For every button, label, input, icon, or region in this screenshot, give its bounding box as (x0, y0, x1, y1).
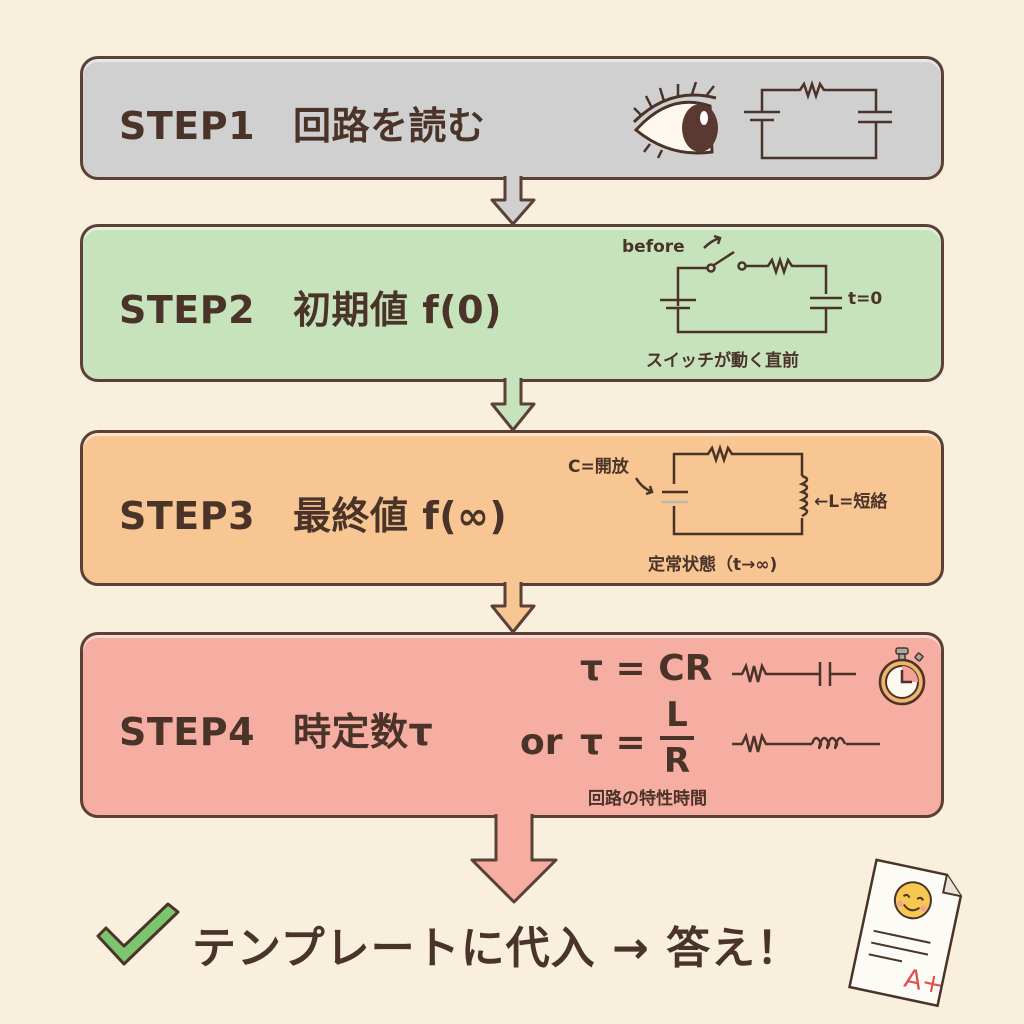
step4-heading: 時定数τ (293, 710, 434, 754)
t-zero-label: t=0 (848, 289, 883, 309)
step4-label: STEP4 (119, 710, 256, 754)
step2-box: STEP2 初期値 f(0) (80, 224, 944, 382)
eye-icon (632, 81, 718, 159)
arrow-step3-to-step4 (490, 582, 536, 634)
fraction-numerator: L (666, 695, 688, 735)
tau-rl-prefix: τ = (580, 722, 646, 763)
step3-label: STEP3 (119, 494, 256, 538)
step4-title: STEP4 時定数τ (119, 701, 433, 756)
arrow-to-final (470, 814, 558, 904)
step1-title: STEP1 回路を読む (119, 95, 486, 150)
step3-box: STEP3 最終値 f(∞) (80, 430, 944, 586)
arrow-step2-to-step3 (490, 378, 536, 432)
tau-rc-formula: τ = CR (580, 648, 713, 689)
step1-box: STEP1 回路を読む (80, 56, 944, 180)
rc-circuit-icon (732, 662, 856, 686)
step4-caption: 回路の特性時間 (588, 789, 707, 809)
step1-label: STEP1 (119, 104, 256, 148)
step3-heading: 最終値 f(∞) (293, 494, 508, 538)
step1-heading: 回路を読む (293, 104, 486, 148)
fraction-bar (660, 736, 694, 740)
step2-title: STEP2 初期値 f(0) (119, 279, 502, 334)
switch-circuit-icon (660, 234, 842, 334)
step2-label: STEP2 (119, 288, 256, 332)
before-label: before (622, 237, 685, 257)
step4-box: STEP4 時定数τ (80, 632, 944, 818)
capacitor-open-label: C=開放 (568, 457, 629, 477)
checkmark-icon (96, 902, 180, 966)
step2-heading: 初期値 f(0) (293, 288, 502, 332)
rl-circuit-icon (732, 732, 880, 753)
tau-rl-fraction: L R (660, 696, 694, 780)
step3-caption: 定常状態（t→∞) (648, 555, 778, 575)
circuit-icon (744, 80, 892, 160)
arrow-step1-to-step2 (490, 176, 536, 226)
inductor-short-label: ←L=短絡 (814, 492, 888, 512)
final-instruction: テンプレートに代入 → 答え！ (192, 923, 802, 974)
or-label: or (520, 722, 563, 763)
steady-state-circuit-icon (634, 444, 809, 536)
stopwatch-icon (878, 647, 926, 706)
step3-title: STEP3 最終値 f(∞) (119, 485, 507, 540)
fraction-denominator: R (663, 741, 691, 781)
graded-paper-icon: A+ (848, 858, 963, 1008)
step2-caption: スイッチが動く直前 (646, 351, 799, 371)
